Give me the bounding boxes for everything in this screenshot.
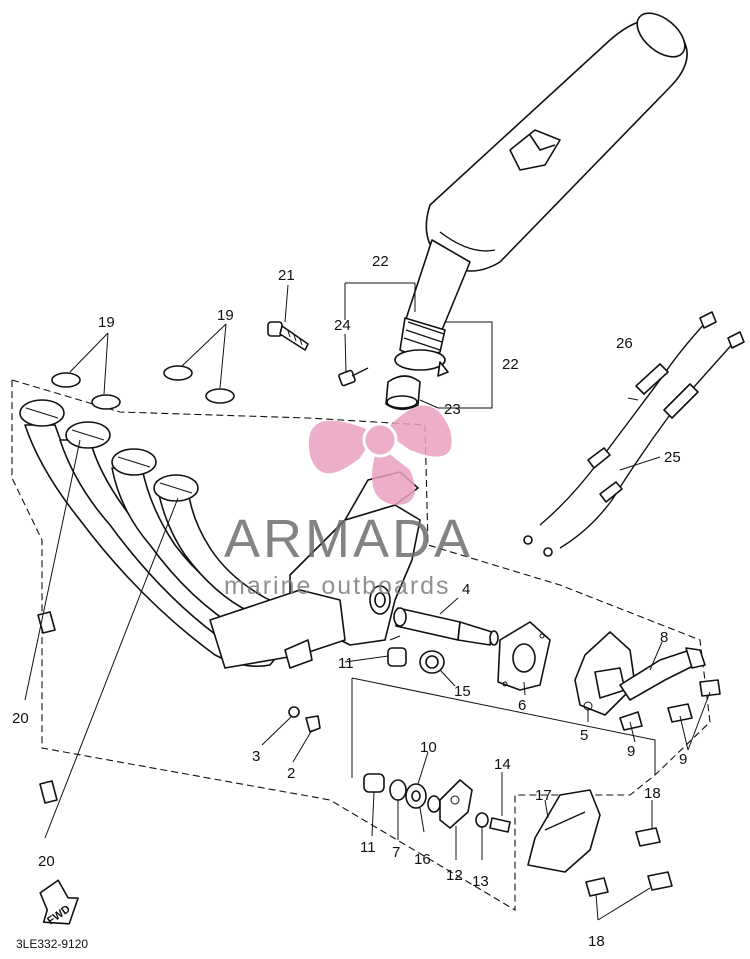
header-pipes <box>19 399 421 669</box>
leader-lines <box>24 282 711 921</box>
callout-8: 8 <box>660 629 668 646</box>
nuts-20 <box>37 611 58 804</box>
forward-arrow-icon: FWD <box>39 879 79 927</box>
callout-19: 19 <box>98 314 115 331</box>
propeller-logo-icon <box>308 405 452 505</box>
bolt-2-and-washer-3 <box>288 706 321 733</box>
callout-23: 23 <box>444 401 461 418</box>
callout-15: 15 <box>454 683 471 700</box>
callout-13: 13 <box>472 873 489 890</box>
callout-16: 16 <box>414 851 431 868</box>
callout-14: 14 <box>494 756 511 773</box>
pulley-cover <box>527 789 673 897</box>
callout-11: 11 <box>338 655 354 672</box>
bolt-21 <box>267 321 309 351</box>
diagram-code: 3LE332-9120 <box>16 937 88 951</box>
callout-6: 6 <box>518 697 526 714</box>
callout-2: 2 <box>287 765 295 782</box>
callout-26: 26 <box>616 335 633 352</box>
control-cables <box>523 311 745 557</box>
gasket-ring <box>385 375 421 411</box>
callout-5: 5 <box>580 727 588 744</box>
pipe-clamp <box>394 349 449 377</box>
valve-shaft <box>393 607 499 646</box>
callout-17: 17 <box>535 787 552 804</box>
pulley-housing <box>574 631 706 716</box>
callout-12: 12 <box>446 867 463 884</box>
callout-18: 18 <box>644 785 661 802</box>
callout-18: 18 <box>588 933 605 950</box>
bolts-9 <box>619 679 721 731</box>
callout-24: 24 <box>334 317 351 334</box>
sub-assembly-boundary <box>351 677 656 778</box>
callout-22: 22 <box>372 253 389 270</box>
watermark-brand: ARMADA <box>224 509 473 569</box>
callout-7: 7 <box>392 844 400 861</box>
bolt-24 <box>338 367 369 387</box>
watermark: ARMADA marine outboards <box>224 405 473 600</box>
callout-9: 9 <box>679 751 687 768</box>
lower-valve-parts <box>363 773 511 833</box>
flanges <box>19 399 199 502</box>
callout-25: 25 <box>664 449 681 466</box>
callout-20: 20 <box>12 710 29 727</box>
callout-11: 11 <box>360 839 376 856</box>
callout-4: 4 <box>462 581 470 598</box>
callout-20: 20 <box>38 853 55 870</box>
callout-10: 10 <box>420 739 437 756</box>
muffler <box>425 12 688 272</box>
callout-21: 21 <box>278 267 295 284</box>
callout-numbers: 19 19 21 22 24 22 23 26 25 4 8 11 15 6 5… <box>12 253 687 950</box>
connecting-pipe <box>399 239 471 357</box>
bushings <box>387 647 445 674</box>
callout-22: 22 <box>502 356 519 373</box>
watermark-tagline: marine outboards <box>224 572 451 600</box>
callout-3: 3 <box>252 748 260 765</box>
valve-cover-plate <box>497 621 551 691</box>
callout-19: 19 <box>217 307 234 324</box>
gaskets-19 <box>51 365 235 410</box>
callout-9: 9 <box>627 743 635 760</box>
